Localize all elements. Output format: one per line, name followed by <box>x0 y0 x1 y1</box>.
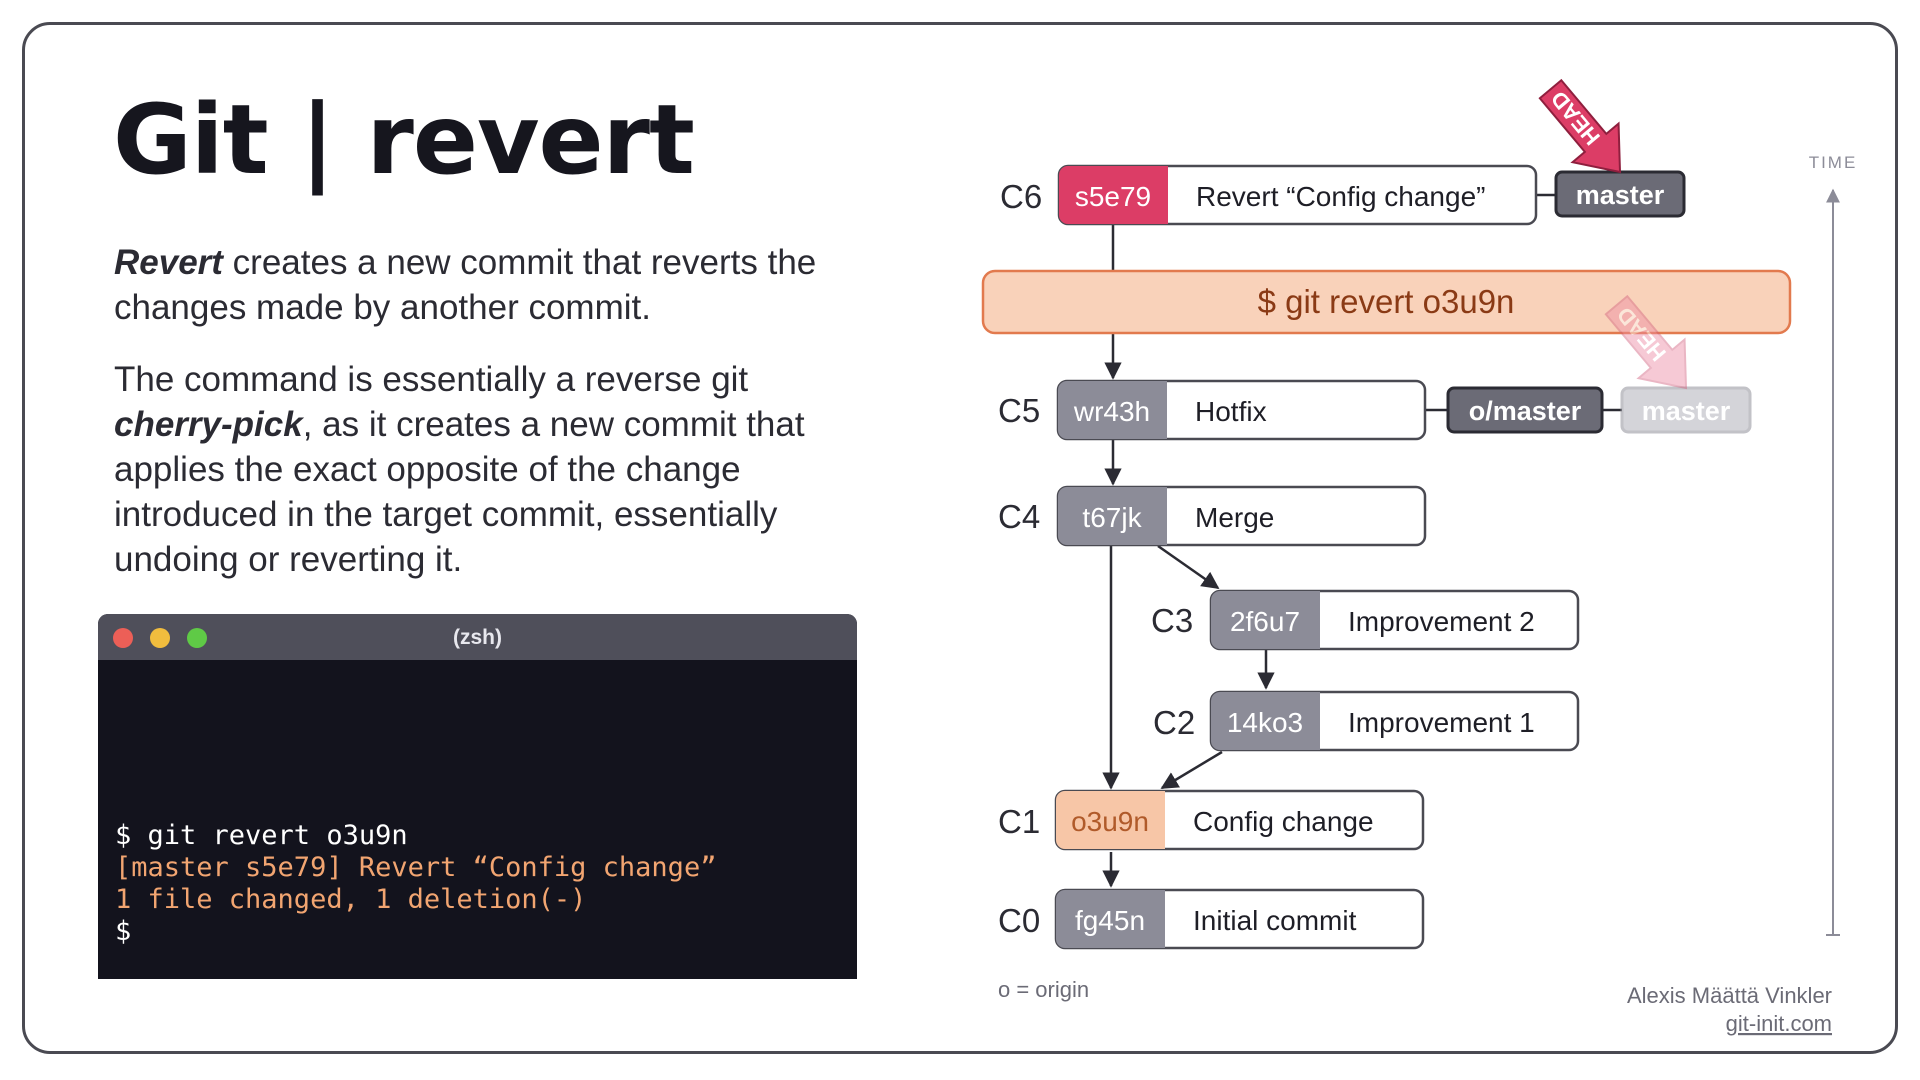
commit-id: C2 <box>1153 704 1195 741</box>
cherry-pick-term: cherry-pick <box>114 405 303 444</box>
terminal-line: [master s5e79] Revert “Config change” <box>115 852 717 883</box>
commit-message: Improvement 1 <box>1348 707 1535 738</box>
commit-id: C5 <box>998 392 1040 429</box>
commit-node-c2[interactable]: C2 14ko3 Improvement 1 <box>1153 690 1580 752</box>
commit-message: Merge <box>1195 502 1274 533</box>
commit-hash: s5e79 <box>1075 181 1151 212</box>
commit-id: C4 <box>998 498 1040 535</box>
terminal-line: $ git revert o3u9n <box>115 820 408 851</box>
commit-node-c5[interactable]: C5 wr43h Hotfix <box>998 379 1427 441</box>
commit-node-c4[interactable]: C4 t67jk Merge <box>998 485 1427 547</box>
branch-label: master <box>1576 180 1665 210</box>
terminal-line: 1 file changed, 1 deletion(-) <box>115 884 587 915</box>
edge-c2-c1 <box>1160 750 1223 790</box>
commit-id: C6 <box>1000 178 1042 215</box>
terminal-title: (zsh) <box>453 626 502 649</box>
explanation-text-before: The command is essentially a reverse git <box>114 360 749 399</box>
explanation-text-after: , as it creates a new commit that applie… <box>114 405 805 579</box>
intro-text: creates a new commit that reverts the ch… <box>114 243 817 327</box>
time-label: TIME <box>1809 153 1858 172</box>
origin-legend: o = origin <box>998 977 1089 1002</box>
commit-node-c1[interactable]: C1 o3u9n Config change <box>998 789 1425 851</box>
close-window-icon[interactable] <box>113 628 133 648</box>
branch-master-previous: master <box>1620 386 1752 434</box>
branch-origin-master[interactable]: o/master <box>1446 386 1604 434</box>
commit-node-c0[interactable]: C0 fg45n Initial commit <box>998 888 1425 950</box>
terminal-window: (zsh) $ git revert o3u9n [master s5e79] … <box>98 614 857 979</box>
terminal-line: $ <box>115 916 132 947</box>
commit-node-c6[interactable]: C6 s5e79 Revert “Config change” <box>1000 164 1538 226</box>
commit-hash: fg45n <box>1075 905 1145 936</box>
commit-id: C1 <box>998 803 1040 840</box>
edge-c4-c3 <box>1157 544 1220 590</box>
commit-hash: t67jk <box>1082 502 1142 533</box>
site-link[interactable]: git-init.com <box>1726 1011 1832 1036</box>
minimize-window-icon[interactable] <box>150 628 170 648</box>
intro-paragraph: Revert creates a new commit that reverts… <box>114 240 854 330</box>
author-credit: Alexis Määttä Vinkler <box>1627 983 1832 1008</box>
page-title: Git | revert <box>113 84 695 196</box>
commit-node-c3[interactable]: C3 2f6u7 Improvement 2 <box>1151 589 1580 651</box>
time-axis: TIME <box>1809 153 1858 936</box>
commit-message: Revert “Config change” <box>1196 181 1485 212</box>
commit-message: Hotfix <box>1195 396 1267 427</box>
branch-label: o/master <box>1469 396 1582 426</box>
commit-message: Initial commit <box>1193 905 1357 936</box>
branch-label: master <box>1642 396 1731 426</box>
terminal-output[interactable]: $ git revert o3u9n [master s5e79] Revert… <box>115 820 716 948</box>
commit-message: Config change <box>1193 806 1374 837</box>
commit-hash: o3u9n <box>1071 806 1149 837</box>
revert-term: Revert <box>114 243 223 282</box>
command-banner: $ git revert o3u9n <box>981 269 1792 335</box>
commit-hash: 2f6u7 <box>1230 606 1300 637</box>
commit-id: C3 <box>1151 602 1193 639</box>
explanation-paragraph: The command is essentially a reverse git… <box>114 357 854 582</box>
terminal-title-bar: (zsh) <box>98 614 857 660</box>
commit-message: Improvement 2 <box>1348 606 1535 637</box>
commit-id: C0 <box>998 902 1040 939</box>
commit-edges <box>1102 193 1622 888</box>
commit-hash: wr43h <box>1073 396 1150 427</box>
command-banner-text: $ git revert o3u9n <box>1258 283 1515 320</box>
branch-master-current[interactable]: master <box>1554 170 1686 218</box>
commit-hash: 14ko3 <box>1227 707 1303 738</box>
maximize-window-icon[interactable] <box>187 628 207 648</box>
